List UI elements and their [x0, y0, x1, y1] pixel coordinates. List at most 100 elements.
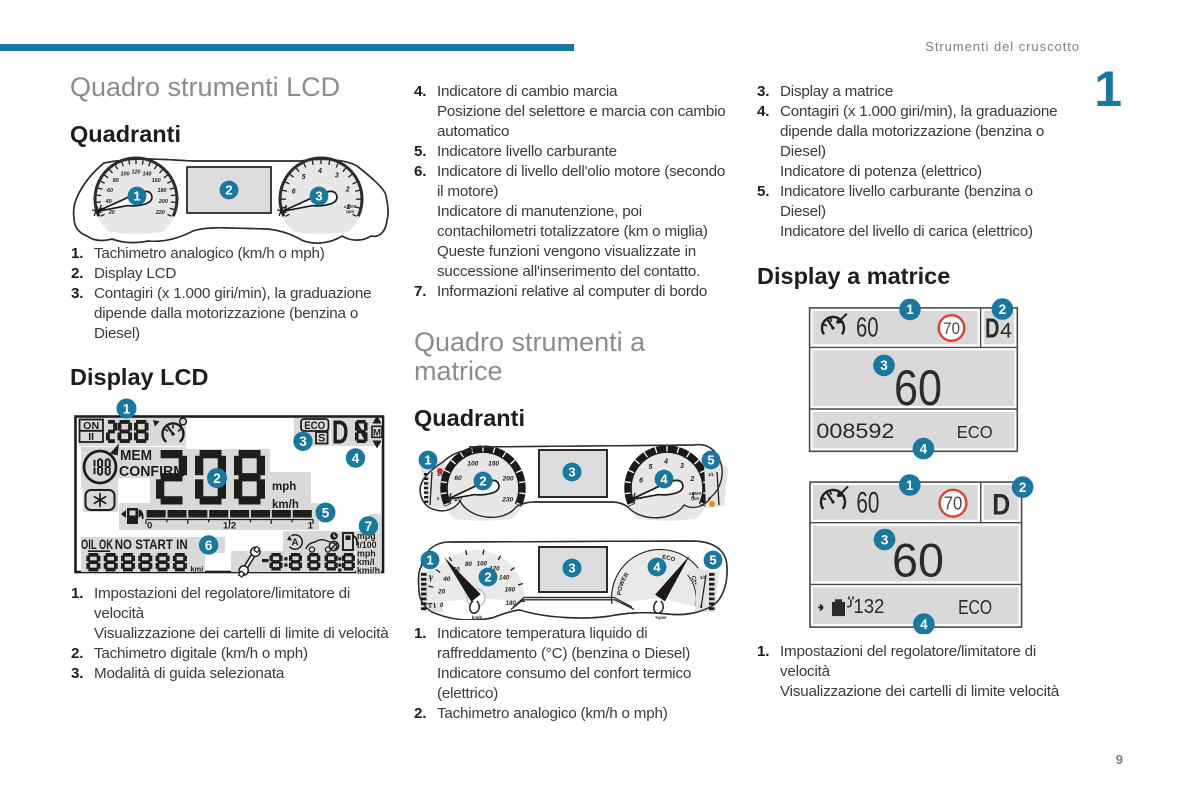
svg-text:0: 0 — [429, 604, 432, 609]
svg-text:1/1: 1/1 — [700, 575, 707, 580]
svg-text:60: 60 — [892, 534, 944, 587]
svg-text:2: 2 — [479, 474, 486, 489]
svg-text:2: 2 — [1019, 480, 1027, 495]
svg-text:D: D — [992, 488, 1010, 521]
svg-text:ECO: ECO — [304, 420, 325, 432]
svg-text:20: 20 — [108, 210, 115, 216]
svg-text:%pwr: %pwr — [655, 615, 667, 620]
svg-text:1: 1 — [123, 401, 131, 416]
svg-text:80: 80 — [113, 178, 119, 184]
svg-text:1/2: 1/2 — [223, 521, 236, 532]
svg-text:40: 40 — [442, 576, 450, 583]
svg-text:1: 1 — [133, 189, 140, 204]
svg-text:x1000: x1000 — [688, 491, 701, 496]
svg-text:100: 100 — [121, 172, 130, 178]
svg-text:5: 5 — [709, 553, 716, 568]
svg-text:4: 4 — [317, 168, 322, 175]
svg-text:1: 1 — [347, 204, 351, 211]
svg-text:0: 0 — [440, 602, 444, 609]
svg-text:S: S — [318, 433, 325, 445]
svg-text:ECO: ECO — [662, 555, 676, 564]
svg-text:km/l: km/l — [357, 557, 375, 567]
svg-text:4: 4 — [663, 459, 668, 466]
svg-text:3: 3 — [299, 434, 307, 449]
svg-text:1/1: 1/1 — [437, 472, 443, 477]
svg-text:mpg: mpg — [357, 531, 376, 541]
svg-text:D: D — [985, 312, 1000, 343]
svg-text:5: 5 — [707, 453, 714, 468]
svg-text:1: 1 — [691, 492, 695, 499]
svg-text:6: 6 — [205, 538, 213, 553]
svg-text:1: 1 — [308, 521, 314, 532]
svg-text:200: 200 — [158, 199, 168, 205]
svg-text:ECO: ECO — [958, 597, 992, 619]
svg-text:4: 4 — [920, 617, 928, 632]
svg-text:6: 6 — [292, 188, 296, 195]
svg-text:2: 2 — [225, 183, 232, 198]
svg-text:4: 4 — [1000, 318, 1012, 342]
svg-text:3: 3 — [315, 189, 322, 204]
svg-text:1: 1 — [906, 478, 914, 493]
svg-text:1: 1 — [424, 453, 431, 468]
svg-text:1: 1 — [426, 553, 433, 568]
svg-text:2: 2 — [999, 302, 1007, 317]
svg-text:4: 4 — [653, 560, 661, 575]
svg-text:120: 120 — [132, 169, 141, 175]
svg-text:160: 160 — [152, 178, 161, 184]
svg-text:60: 60 — [107, 188, 113, 194]
svg-text:3: 3 — [335, 173, 339, 180]
svg-text:3: 3 — [680, 463, 684, 470]
svg-text:2: 2 — [689, 476, 694, 483]
svg-text:NO START IN: NO START IN — [115, 537, 188, 552]
svg-text:ECO: ECO — [957, 422, 993, 442]
svg-text:kmi: kmi — [190, 565, 203, 574]
svg-text:5: 5 — [649, 464, 653, 471]
svg-text:M: M — [373, 428, 381, 439]
svg-text:180: 180 — [158, 188, 167, 194]
svg-text:20: 20 — [437, 588, 445, 595]
svg-text:160: 160 — [505, 587, 516, 594]
svg-text:120: 120 — [489, 565, 500, 572]
svg-text:40: 40 — [105, 199, 112, 205]
svg-text:60: 60 — [856, 486, 879, 519]
svg-text:150: 150 — [488, 461, 499, 468]
svg-text:008592: 008592 — [816, 419, 894, 443]
svg-text:D: D — [332, 414, 349, 451]
svg-text:70: 70 — [944, 494, 963, 514]
svg-text:3: 3 — [880, 358, 888, 373]
svg-text:rpm: rpm — [346, 209, 354, 214]
svg-text:180: 180 — [506, 600, 517, 607]
svg-text:60: 60 — [454, 475, 462, 482]
svg-text:x1000: x1000 — [343, 204, 357, 209]
svg-text:7: 7 — [365, 519, 373, 534]
svg-text:5: 5 — [322, 505, 330, 520]
svg-text:220: 220 — [155, 210, 165, 216]
svg-text:0: 0 — [147, 521, 152, 532]
svg-text:MEM: MEM — [120, 448, 152, 464]
svg-text:mph: mph — [272, 481, 296, 493]
svg-text:A: A — [291, 537, 298, 548]
svg-text:70: 70 — [943, 320, 960, 338]
svg-text:3: 3 — [881, 532, 889, 547]
svg-text:mph: mph — [357, 549, 376, 559]
svg-text:3: 3 — [568, 465, 575, 480]
svg-text:rpm: rpm — [691, 496, 699, 501]
svg-text:132: 132 — [853, 596, 884, 618]
svg-text:20: 20 — [453, 496, 462, 503]
svg-text:200: 200 — [502, 476, 514, 483]
svg-text:5: 5 — [302, 174, 306, 181]
svg-text:km/h: km/h — [272, 499, 299, 511]
svg-text:1/1: 1/1 — [708, 472, 714, 477]
svg-text:100: 100 — [477, 561, 488, 568]
svg-text:II: II — [88, 431, 94, 443]
svg-text:2: 2 — [484, 570, 491, 585]
svg-text:4: 4 — [352, 451, 360, 466]
svg-text:6: 6 — [639, 478, 643, 485]
svg-text:1: 1 — [906, 302, 914, 317]
svg-text:140: 140 — [499, 575, 510, 582]
svg-text:km/h: km/h — [472, 615, 483, 620]
svg-text:OIL OK: OIL OK — [81, 537, 113, 552]
svg-text:80: 80 — [465, 561, 472, 568]
svg-text:60: 60 — [856, 311, 879, 342]
svg-text:1/1: 1/1 — [429, 575, 436, 580]
